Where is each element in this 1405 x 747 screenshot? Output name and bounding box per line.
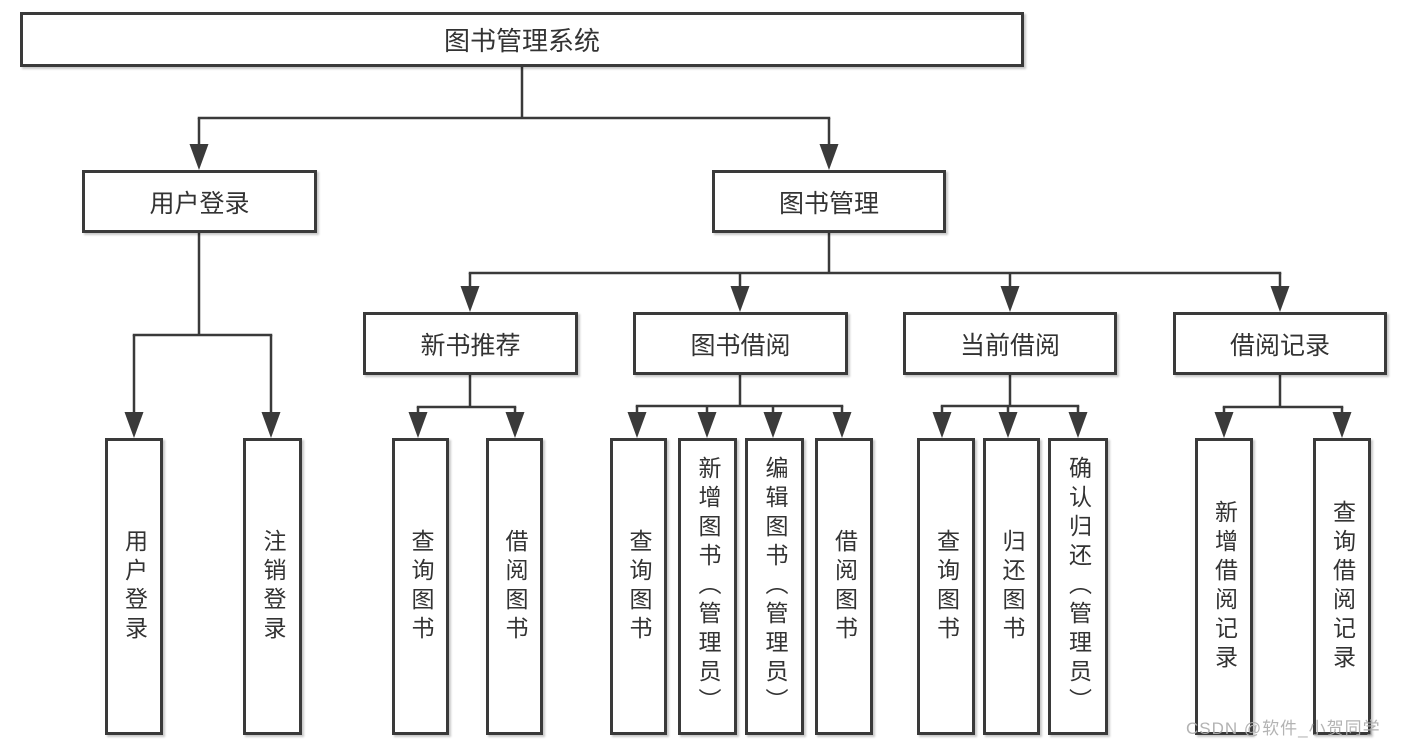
csdn-watermark: CSDN @软件_小贺同学 [1186,719,1381,738]
leaf-label: 新增图书（管理员） [695,456,721,717]
leaf-label: 查询图书 [933,528,960,645]
arrowhead-down-icon [819,144,839,170]
leaf-add-book-admin: 新增图书（管理员） [678,438,737,735]
arrowhead-down-icon [505,412,525,438]
leaf-query-books-current: 查询图书 [917,438,975,735]
leaf-label: 借阅图书 [831,528,858,645]
arrowhead-down-icon [1068,412,1088,438]
arrowhead-down-icon [832,412,852,438]
leaf-borrow-books: 借阅图书 [815,438,873,735]
leaf-user-login: 用户登录 [105,438,163,735]
arrowhead-down-icon [730,286,750,312]
arrowhead-down-icon [1000,286,1020,312]
leaf-query-books-borrowing: 查询图书 [610,438,667,735]
leaf-label: 查询图书 [626,528,652,645]
leaf-logout-login: 注销登录 [243,438,302,735]
node-label: 图书借阅 [690,331,791,360]
arrowhead-down-icon [124,412,144,438]
node-user-login: 用户登录 [82,170,317,233]
leaf-label: 借阅图书 [502,528,528,645]
node-current-borrowing: 当前借阅 [903,312,1117,375]
arrowhead-down-icon [627,412,647,438]
leaf-query-borrow-record: 查询借阅记录 [1313,438,1371,735]
node-label: 借阅记录 [1229,331,1330,360]
arrowhead-down-icon [1270,286,1290,312]
arrowhead-down-icon [697,412,717,438]
node-book-management: 图书管理 [712,170,946,233]
leaf-label: 编辑图书（管理员） [762,456,788,717]
node-new-book-recommend: 新书推荐 [363,312,578,375]
node-book-borrowing: 图书借阅 [633,312,848,375]
node-label: 用户登录 [149,189,250,218]
leaf-label: 归还图书 [999,528,1025,645]
arrowhead-down-icon [763,412,783,438]
leaf-label: 用户登录 [121,528,148,645]
leaf-label: 注销登录 [260,528,286,645]
leaf-label: 新增借阅记录 [1211,499,1238,674]
arrowhead-down-icon [189,144,209,170]
leaf-add-borrow-record: 新增借阅记录 [1195,438,1253,735]
leaf-label: 查询图书 [408,528,434,645]
arrowhead-down-icon [408,412,428,438]
leaf-confirm-return-admin: 确认归还（管理员） [1048,438,1108,735]
arrowhead-down-icon [1214,412,1234,438]
leaf-label: 查询借阅记录 [1329,499,1356,674]
leaf-query-books-recommend: 查询图书 [392,438,449,735]
node-label: 图书管理 [778,189,879,218]
leaf-return-book: 归还图书 [983,438,1040,735]
node-borrowing-records: 借阅记录 [1173,312,1387,375]
leaf-label: 确认归还（管理员） [1065,456,1092,717]
node-library-management-system: 图书管理系统 [20,12,1024,67]
arrowhead-down-icon [460,286,480,312]
arrowhead-down-icon [1332,412,1352,438]
node-label: 新书推荐 [420,331,521,360]
node-label: 当前借阅 [959,331,1060,360]
node-label: 图书管理系统 [443,26,600,56]
leaf-edit-book-admin: 编辑图书（管理员） [745,438,804,735]
arrowhead-down-icon [998,412,1018,438]
leaf-borrow-books-recommend: 借阅图书 [486,438,543,735]
arrowhead-down-icon [932,412,952,438]
arrowhead-down-icon [261,412,281,438]
